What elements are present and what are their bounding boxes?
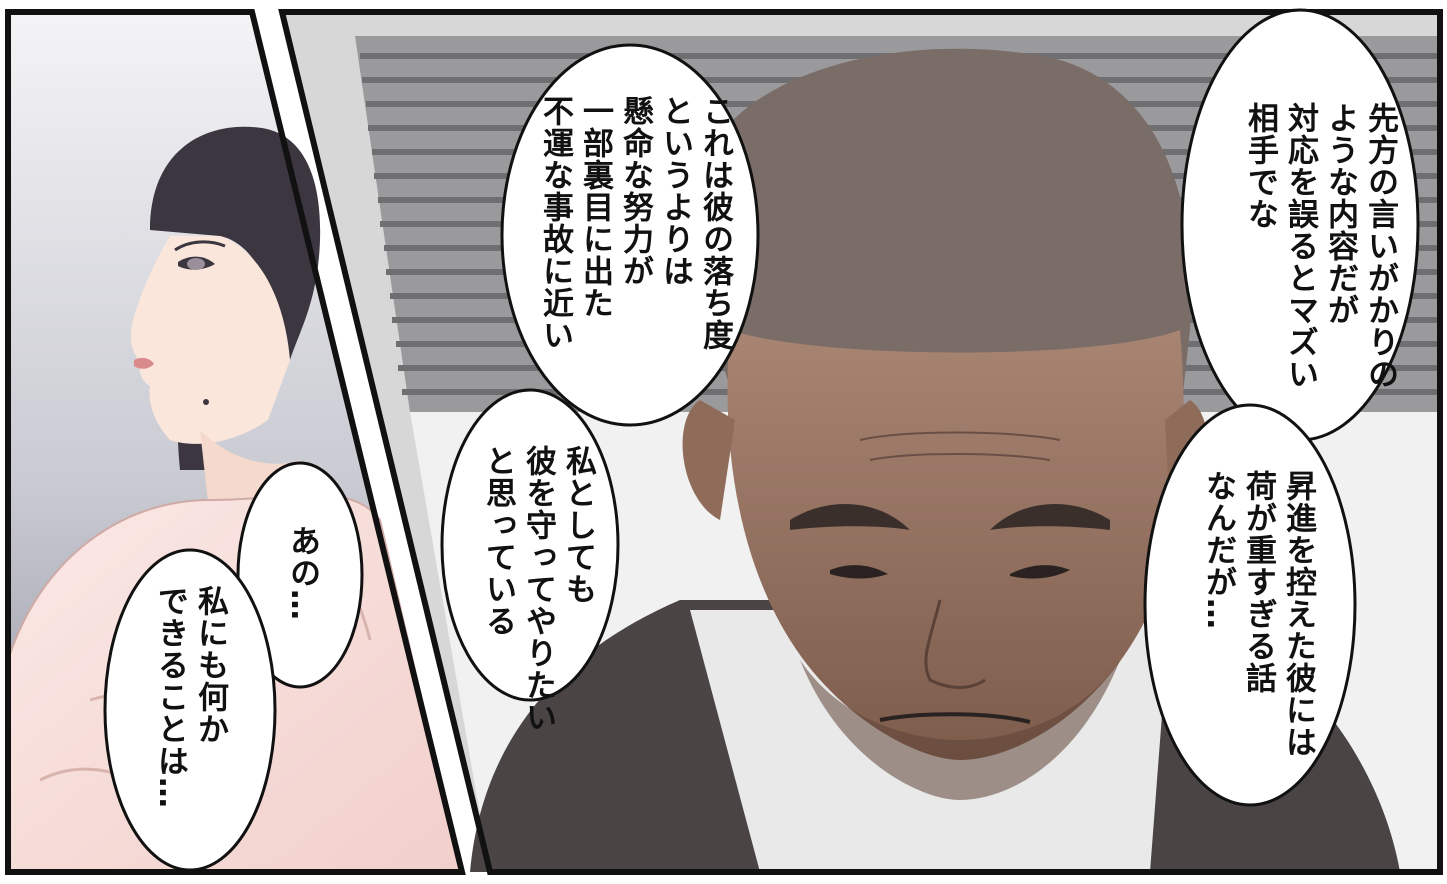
bubble-line: 懸命な努力が — [617, 95, 653, 287]
bubble-line: 不運な事故に近い — [537, 95, 573, 351]
bubble-line: あの… — [284, 525, 320, 621]
speech-bubbles — [103, 8, 1420, 872]
bubble-woman-2 — [103, 548, 277, 872]
bubble-woman-1 — [236, 461, 364, 689]
bubble-boss-3 — [1143, 403, 1357, 807]
bubble-text-boss-2: これは彼の落ち度 というよりは 懸命な努力が 一部裏目に出た 不運な事故に近い — [535, 95, 735, 385]
man-hair — [701, 48, 1192, 420]
bubble-line: というよりは — [657, 95, 693, 287]
bubble-line: なんだが… — [1200, 470, 1236, 630]
bubble-line: 一部裏目に出た — [577, 95, 613, 319]
bubble-line: ような内容だが — [1322, 102, 1358, 326]
woman-hair — [150, 126, 321, 361]
bubble-text-woman-1: あの… — [282, 525, 322, 645]
bubble-line: 彼を守ってやりたい — [520, 445, 556, 733]
woman-face — [130, 236, 290, 444]
bubble-text-boss-3: 昇進を控えた彼には 荷が重すぎる話 なんだが… — [1198, 470, 1318, 770]
bubble-boss-4 — [440, 388, 620, 702]
bubble-line: 私としても — [560, 445, 596, 605]
bubble-text-woman-2: 私にも何か できることは… — [150, 585, 230, 825]
bubble-line: と思っている — [480, 445, 516, 637]
bubble-text-boss-4: 私としても 彼を守ってやりたい と思っている — [478, 445, 598, 745]
bubble-line: これは彼の落ち度 — [697, 95, 733, 351]
bubble-line: 荷が重すぎる話 — [1240, 470, 1276, 694]
bubble-line: 昇進を控えた彼には — [1280, 470, 1316, 758]
man-brow-left — [790, 503, 910, 530]
bubble-line: 対応を誤るとマズい — [1282, 102, 1318, 390]
bubble-text-boss-1: 先方の言いがかりの ような内容だが 対応を誤るとマズい 相手でな — [1240, 102, 1400, 402]
bubble-line: 相手でな — [1242, 102, 1278, 230]
man-brow-right — [990, 503, 1110, 530]
bubble-boss-2 — [500, 43, 760, 427]
man-face — [727, 330, 1184, 760]
bubble-line: できることは… — [152, 585, 188, 809]
bubble-line: 先方の言いがかりの — [1362, 102, 1398, 390]
bubble-line: 私にも何か — [192, 585, 228, 745]
